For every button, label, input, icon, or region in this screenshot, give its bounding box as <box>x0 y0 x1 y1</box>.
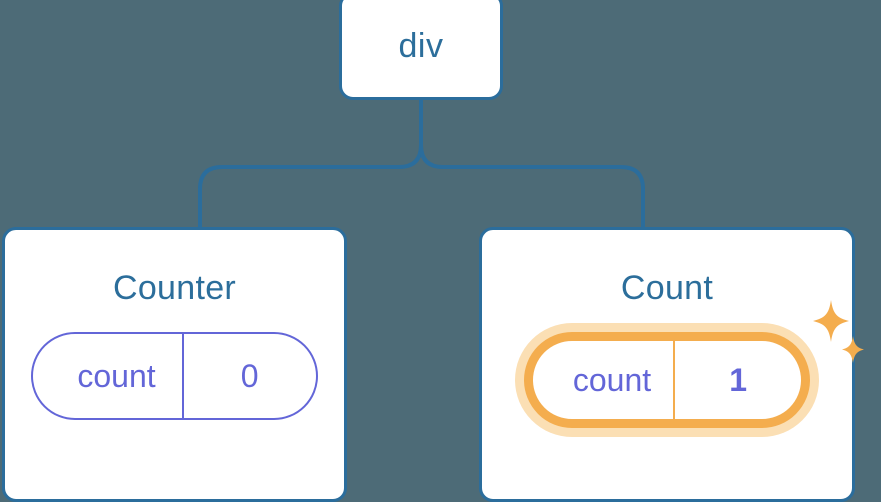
tree-node-counter[interactable]: Counter count 0 <box>2 227 347 502</box>
root-node-label: div <box>398 26 444 65</box>
prop-badge-wrapper: count 0 <box>31 332 318 420</box>
tree-node-root[interactable]: div <box>339 0 503 100</box>
prop-key: count <box>533 341 676 419</box>
prop-badge-wrapper-highlighted: count 1 <box>523 300 865 428</box>
node-title: Count <box>620 269 714 307</box>
prop-value: 1 <box>729 361 748 398</box>
prop-badge[interactable]: count 0 <box>31 332 318 420</box>
prop-key: count <box>33 334 184 418</box>
tree-node-count[interactable]: Count count 1 <box>479 227 865 502</box>
node-title: Counter <box>112 269 237 307</box>
sparkles-icon <box>813 300 865 363</box>
prop-value: 0 <box>240 357 259 394</box>
prop-badge-highlighted[interactable]: count 1 <box>523 332 811 428</box>
